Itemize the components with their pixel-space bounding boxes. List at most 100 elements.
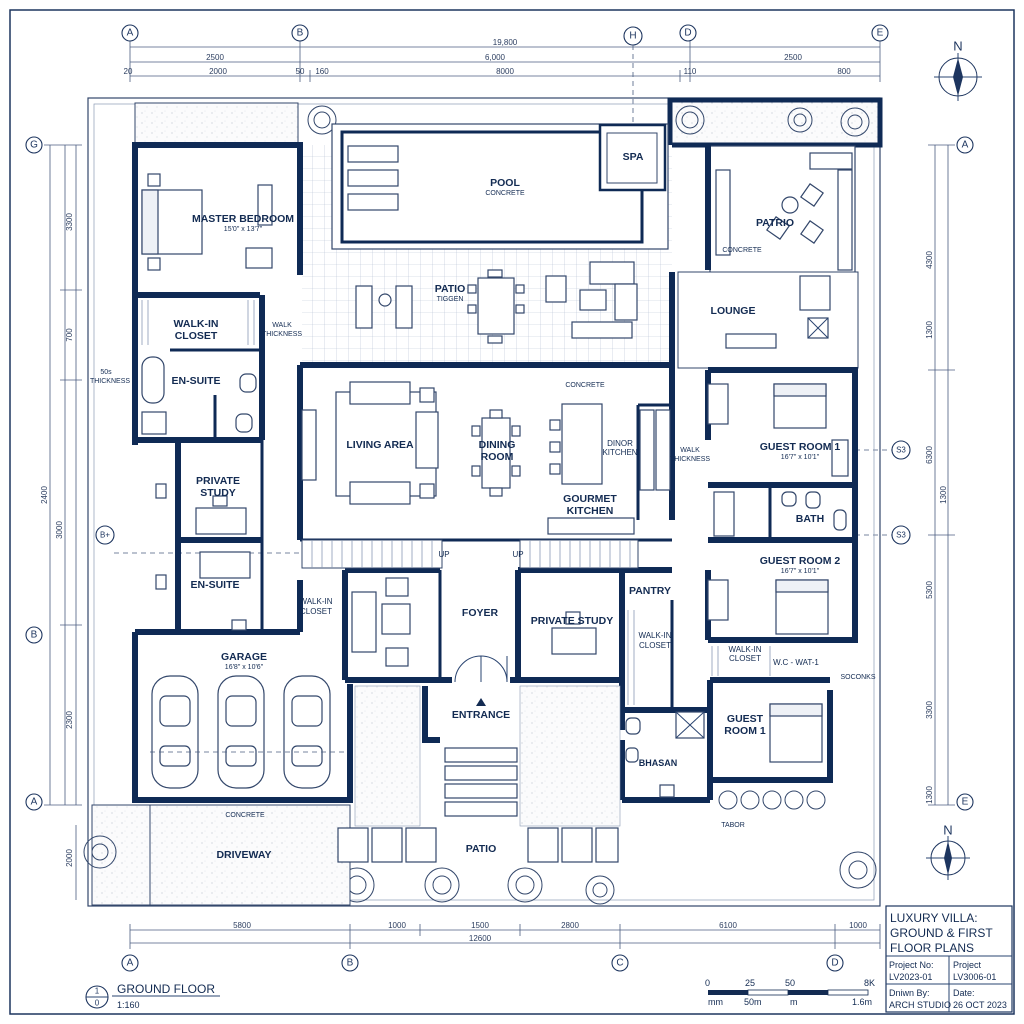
patio-furniture <box>355 261 638 344</box>
pool-label: POOL <box>490 177 520 189</box>
grid-right-s1: S3 <box>896 446 906 455</box>
guest-room-1-label: GUEST ROOM 1 <box>760 441 841 453</box>
drawing-title-name: GROUND FLOOR <box>117 982 215 996</box>
driveway-label: DRIVEWAY <box>216 849 271 861</box>
scale-tick-2: 50 <box>785 978 795 988</box>
walkin-closet-3-shelves <box>627 610 635 705</box>
bhasan-fixtures <box>625 711 705 798</box>
scale-tick-1: 25 <box>745 978 755 988</box>
top-dimensions: 19,800 2500 6,000 2500 2000 160 8000 110… <box>124 38 881 82</box>
drawing-number-bottom: 0 <box>95 999 100 1008</box>
dinor-kitchen-label-b: KITCHEN <box>602 448 637 457</box>
dim-right-b: 1300 <box>925 321 934 339</box>
dim-left-c: 2400 <box>40 486 49 504</box>
walkin-note-1-a: WALK <box>272 322 292 329</box>
forecourt-right <box>519 685 621 827</box>
gourmet-kitchen-label-a: GOURMET <box>563 493 617 505</box>
patio-bottom-label: PATIO <box>466 843 497 855</box>
master-bedroom-sub-label: 15'0" x 13'7" <box>224 226 263 233</box>
guest-room-3-label-b: ROOM 1 <box>724 725 766 737</box>
guest-room-3-furniture <box>769 703 823 763</box>
walkin-closet-4-label-b: CLOSET <box>729 654 761 663</box>
dim-right-c: 6300 <box>925 446 934 464</box>
scale-unit-2: m <box>790 997 798 1007</box>
garage-label: GARAGE <box>221 651 267 663</box>
walkin-closet-4-label-a: WALK-IN <box>728 645 761 654</box>
dim-top-r2-a: 2000 <box>209 67 227 76</box>
grid-bottom-a: A <box>127 958 134 969</box>
patio-top-sub-label: CONCRETE <box>722 247 762 254</box>
dinor-kitchen-label-a: DINOR <box>607 439 633 448</box>
guest-room-3-label-a: GUEST <box>727 713 764 725</box>
drawn-by-value: ARCH STUDIO <box>889 1000 951 1010</box>
drawing-title-scale: 1:160 <box>117 1000 140 1010</box>
dim-top-r2-e: 800 <box>837 67 851 76</box>
project-label: Project <box>953 960 982 970</box>
gourmet-kitchen-label-b: KITCHEN <box>567 505 614 517</box>
walkin-note-1-b: THICKNESS <box>262 331 302 338</box>
patio-right-furniture <box>715 152 853 271</box>
title-heading-line-2: GROUND & FIRST <box>890 926 993 940</box>
stair-treads <box>311 540 631 568</box>
pantry-label: PANTRY <box>629 585 671 597</box>
guest-room-2-sub-label: 16'7" x 10'1" <box>781 568 820 575</box>
private-study-2-furniture <box>551 611 597 655</box>
drawing-number-top: 1 <box>95 987 100 996</box>
title-heading-line-3: FLOOR PLANS <box>890 941 974 955</box>
dim-right-d: 1300 <box>939 486 948 504</box>
site-boundary-inner <box>93 103 875 901</box>
guest-room-2-label: GUEST ROOM 2 <box>760 555 841 567</box>
entrance-label: ENTRANCE <box>452 709 510 721</box>
dim-right-e: 5300 <box>925 581 934 599</box>
patio-top-label: PATRIO <box>756 217 794 229</box>
dining-room-label-a: DINING <box>479 439 516 451</box>
lounge-area <box>677 271 859 369</box>
dim-top-small-a: 20 <box>124 67 133 76</box>
dim-top-r2-c: 8000 <box>496 67 514 76</box>
spa-label: SPA <box>623 151 644 163</box>
sheet-border <box>9 9 1015 1015</box>
entrance-steps <box>444 747 518 817</box>
dim-left-e: 2300 <box>65 711 74 729</box>
patio-center-sub-label: TIGGEN <box>437 296 464 303</box>
date-label: Date: <box>953 988 975 998</box>
pool-sub-label: CONCRETE <box>485 190 525 197</box>
wall-note-b: THICKNESS <box>90 378 130 385</box>
walkin-closet-1-label-b: CLOSET <box>175 330 218 342</box>
dim-top-r2-b: 160 <box>315 67 329 76</box>
grid-top-h: H <box>629 31 636 42</box>
dim-bottom-a: 5800 <box>233 921 251 930</box>
private-study-1-label-a: PRIVATE <box>196 475 240 487</box>
planter-top-right <box>667 97 883 148</box>
grid-top-a: A <box>127 28 134 39</box>
kitchen-furniture <box>547 403 671 535</box>
bottom-patio-pavers <box>337 827 619 863</box>
top-grid-bubbles: A B H D E <box>121 24 889 180</box>
grid-top-b: B <box>297 28 304 39</box>
wc-label: W.C - WAT-1 <box>773 658 819 667</box>
drawing-title: 1 0 GROUND FLOOR 1:160 <box>85 982 220 1010</box>
drawn-by-label: Dniwn By: <box>889 988 930 998</box>
master-bedroom-label: MASTER BEDROOM <box>192 213 294 225</box>
foyer-left-furniture <box>351 577 411 667</box>
grid-left-a: A <box>31 797 38 808</box>
north-label-bottom: N <box>943 823 952 838</box>
scale-unit-1: 50m <box>744 997 762 1007</box>
walk-thickness-label-a: WALK <box>680 447 700 454</box>
dim-bottom-f: 1000 <box>849 921 867 930</box>
grid-top-d: D <box>684 28 691 39</box>
dim-bottom-e: 6100 <box>719 921 737 930</box>
dim-top-r1-a: 2500 <box>206 53 224 62</box>
guest-room-1-sub-label: 16'7" x 10'1" <box>781 454 820 461</box>
stair-up-label-1: UP <box>438 550 449 559</box>
scale-unit-0: mm <box>708 997 723 1007</box>
entry-doors <box>454 655 508 683</box>
dim-top-r2-d: 110 <box>684 67 697 76</box>
dining-room-label-b: ROOM <box>481 451 514 463</box>
walk-thickness-label-b: THICKNESS <box>670 456 710 463</box>
tabor-label: TABOR <box>721 822 745 829</box>
garage-sub-label: 16'8" x 10'6" <box>225 664 264 671</box>
north-arrow-bottom: N <box>926 823 970 880</box>
dim-bottom-b: 1000 <box>388 921 406 930</box>
